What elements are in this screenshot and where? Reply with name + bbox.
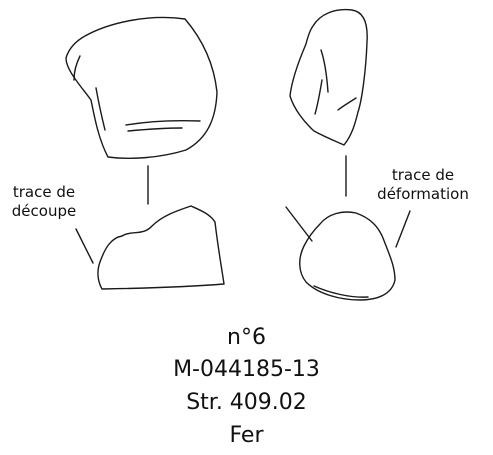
annotation-line: déformation xyxy=(377,185,469,203)
right-top-inner-line xyxy=(314,79,323,115)
caption-material: Fer xyxy=(229,423,264,448)
left-top-inner-line xyxy=(73,55,81,81)
annotation-trace-de-deformation: trace de déformation xyxy=(366,166,480,204)
left-top-inner-line xyxy=(125,119,201,126)
left-top-inner-line xyxy=(127,127,183,132)
left-side-view xyxy=(97,205,225,290)
annotation-line: trace de xyxy=(12,183,76,201)
caption-number: n°6 xyxy=(227,325,266,350)
artifact-drawing xyxy=(65,8,411,301)
annotation-line: découpe xyxy=(11,202,77,220)
right-top-inner-line xyxy=(337,97,357,111)
right-annotation-pointer-right xyxy=(395,210,411,248)
annotation-trace-de-decoupe: trace de découpe xyxy=(6,183,82,221)
right-side-view xyxy=(299,211,396,301)
right-side-inner-line xyxy=(313,285,369,298)
caption-reference: M-044185-13 xyxy=(173,357,320,382)
left-annotation-pointer xyxy=(75,228,94,264)
right-top-view xyxy=(289,8,368,146)
annotation-line: trace de xyxy=(391,166,455,184)
caption-structure: Str. 409.02 xyxy=(186,390,307,415)
right-top-inner-line xyxy=(320,49,329,93)
right-annotation-pointer-left xyxy=(285,206,313,242)
left-top-inner-line xyxy=(95,87,106,131)
left-top-view xyxy=(65,16,218,159)
